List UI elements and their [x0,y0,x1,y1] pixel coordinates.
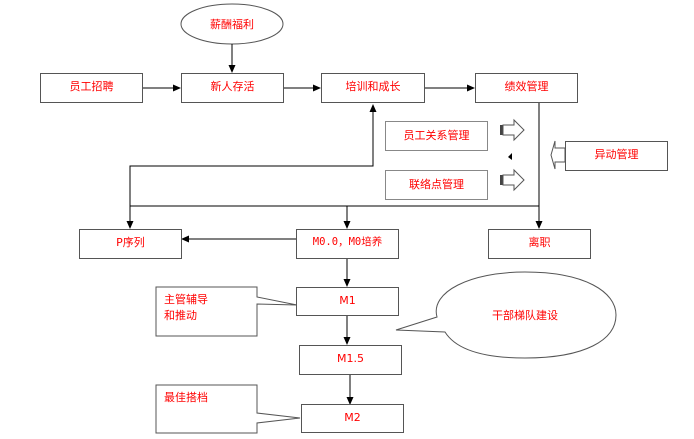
node-training-growth[interactable]: 培训和成长 [321,73,425,103]
callout-best-partner-label: 最佳搭档 [164,391,208,404]
node-liaison-management[interactable]: 联络点管理 [385,170,488,200]
node-employee-relations-label: 员工关系管理 [403,129,470,143]
callout-best-partner: 最佳搭档 [164,390,208,406]
callout-supervisor-coaching-line2: 和推动 [164,308,197,322]
callout-cadre-pipeline-shape [395,271,617,359]
node-onboarding[interactable]: 新人存活 [181,73,284,103]
node-m1-5-label: M1.5 [337,352,364,365]
callout-best-partner-shape [155,384,301,434]
node-m1-label: M1 [339,294,356,307]
node-liaison-management-label: 联络点管理 [409,178,464,192]
block-arrow-left-icon [550,140,566,170]
callout-supervisor-coaching: 主管辅导 和推动 [164,292,208,324]
node-salary-benefits-label: 薪酬福利 [210,18,254,31]
edge-feedback-to-training [129,104,377,226]
node-p-sequence[interactable]: P序列 [79,229,182,259]
node-training-growth-label: 培训和成长 [345,80,401,93]
callout-cadre-pipeline: 干部梯队建设 [492,308,558,324]
node-resignation[interactable]: 离职 [488,229,591,259]
node-transfer-management-label: 异动管理 [594,148,639,161]
node-m0-training[interactable]: M0.0，M0培养 [296,229,399,259]
node-recruitment-label: 员工招聘 [69,80,114,93]
node-transfer-management[interactable]: 异动管理 [565,141,668,171]
small-triangle-icon [508,153,512,160]
callout-supervisor-coaching-line1: 主管辅导 [164,293,208,306]
node-onboarding-label: 新人存活 [210,80,255,93]
callout-supervisor-coaching-shape [155,286,298,337]
callout-cadre-pipeline-label: 干部梯队建设 [492,309,558,322]
node-m2-label: M2 [344,411,361,424]
node-m1-5[interactable]: M1.5 [299,345,402,375]
node-salary-benefits[interactable]: 薪酬福利 [181,4,283,44]
block-arrow-right-icon [500,118,525,142]
node-m1[interactable]: M1 [296,287,399,316]
node-employee-relations[interactable]: 员工关系管理 [385,121,488,151]
node-p-sequence-label: P序列 [116,236,145,249]
node-performance-label: 绩效管理 [504,80,549,93]
node-recruitment[interactable]: 员工招聘 [40,73,143,103]
node-m0-training-label: M0.0，M0培养 [312,236,383,248]
node-resignation-label: 离职 [528,236,551,249]
node-performance[interactable]: 绩效管理 [475,73,578,103]
node-m2[interactable]: M2 [301,404,404,433]
block-arrow-right-icon [500,168,525,192]
